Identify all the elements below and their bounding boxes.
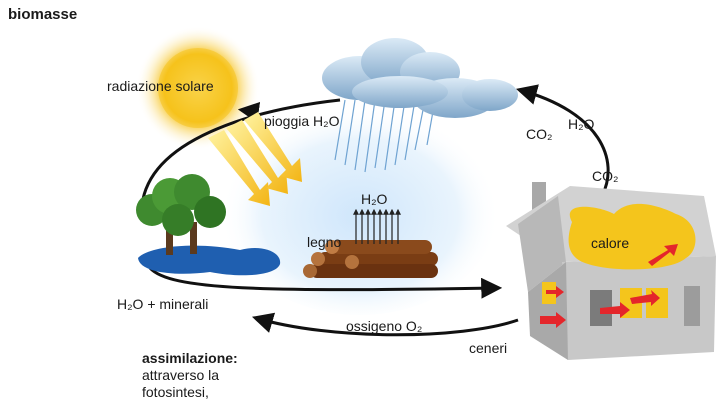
label-solar: radiazione solare	[107, 78, 214, 94]
cycle-arrow-bottom	[148, 266, 503, 299]
label-rain: pioggia H₂O	[264, 113, 340, 129]
cycle-arrow-rain-head	[237, 101, 261, 123]
cycle-arrow-oxygen	[251, 312, 519, 337]
label-heat: calore	[591, 235, 630, 251]
caption: assimilazione: attraverso la fotosintesi…	[142, 350, 238, 401]
caption-line2: fotosintesi,	[142, 384, 209, 400]
water-icon	[138, 245, 281, 276]
label-ash: ceneri	[469, 340, 508, 356]
house-icon	[506, 182, 716, 360]
sun-core	[158, 48, 238, 128]
cycle-arrow-rain	[140, 98, 341, 206]
label-co2-top: CO₂	[526, 126, 553, 142]
sun-rays-icon	[208, 112, 302, 206]
heat-arrows	[540, 244, 678, 328]
cloud-icon	[322, 38, 518, 118]
page-title: biomasse	[8, 6, 78, 23]
label-h2o-wood: H₂O	[361, 191, 388, 207]
vapour-arrows	[353, 208, 401, 244]
cycle-arrow-right	[515, 84, 610, 197]
label-h2o-top: H₂O	[568, 116, 595, 132]
caption-heading: assimilazione:	[142, 350, 238, 366]
label-co2-side: CO₂	[592, 168, 619, 184]
caption-line1: attraverso la	[142, 367, 220, 383]
label-oxygen: ossigeno O₂	[346, 318, 423, 334]
tree-icon	[136, 174, 226, 255]
label-minerals: H₂O + minerali	[117, 296, 209, 312]
label-wood: legno	[307, 234, 342, 250]
logs-icon	[303, 240, 438, 278]
